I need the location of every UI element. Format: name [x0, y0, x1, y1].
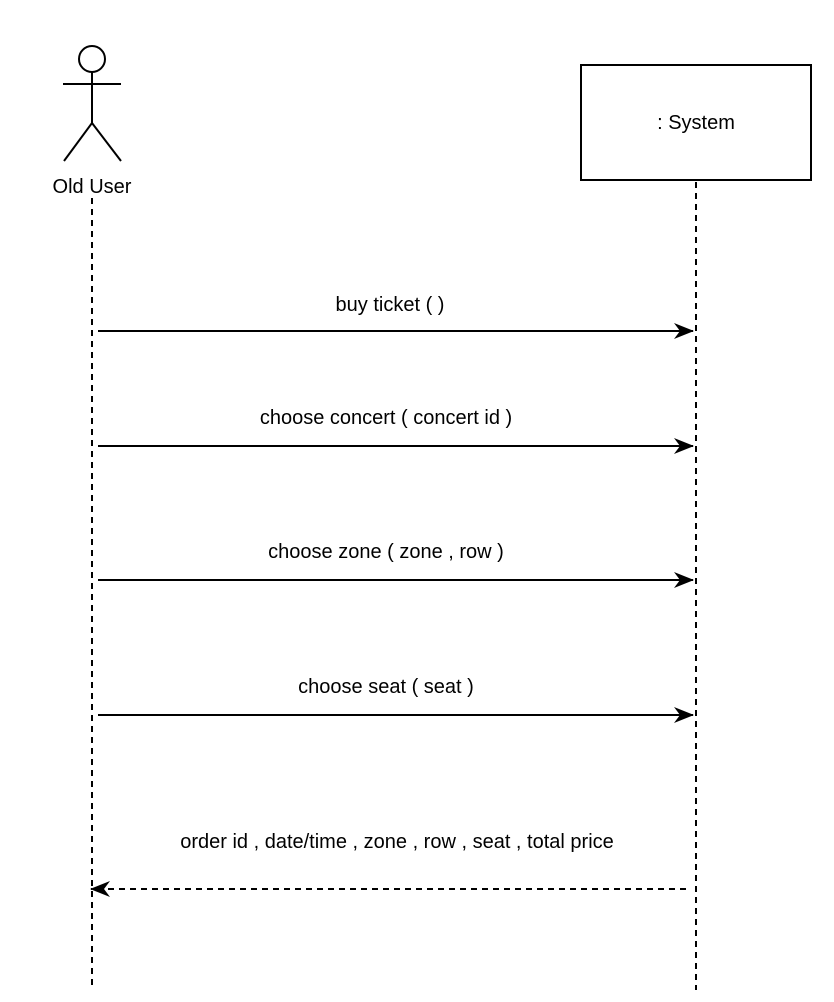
stick-figure-icon [63, 45, 122, 162]
participant-name-label: : System [657, 112, 735, 134]
message-label: choose concert ( concert id ) [260, 407, 512, 429]
message-choose-zone[interactable]: choose zone ( zone , row ) [98, 541, 694, 588]
message-label: order id , date/time , zone , row , seat… [180, 831, 614, 853]
message-label: choose seat ( seat ) [298, 676, 474, 698]
message-buy-ticket[interactable]: buy ticket ( ) [98, 294, 694, 339]
message-choose-seat[interactable]: choose seat ( seat ) [98, 676, 694, 723]
participant-system[interactable]: : System [580, 64, 812, 181]
message-return-order[interactable]: order id , date/time , zone , row , seat… [90, 831, 686, 897]
message-label: buy ticket ( ) [336, 294, 445, 316]
actor-old-user[interactable]: Old User [53, 45, 132, 198]
participant-box [580, 64, 812, 181]
actor-name-label: Old User [53, 176, 132, 198]
message-choose-concert[interactable]: choose concert ( concert id ) [98, 407, 694, 454]
message-label: choose zone ( zone , row ) [268, 541, 504, 563]
